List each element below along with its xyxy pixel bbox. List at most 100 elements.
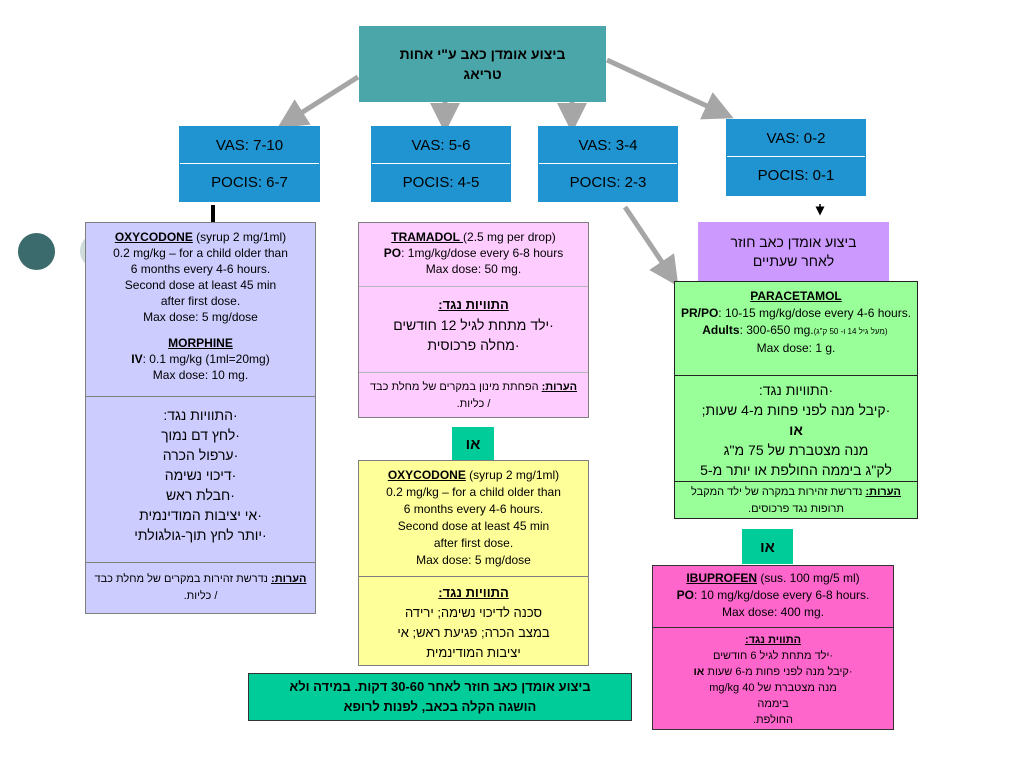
oxycodone-dosage: OXYCODONE (syrup 2 mg/1ml) 0.2 mg/kg – f… bbox=[359, 461, 588, 577]
contra-item: ·מחלה פרכוסית bbox=[427, 337, 520, 353]
moderate-oxycodone-box: OXYCODONE (syrup 2 mg/1ml) 0.2 mg/kg – f… bbox=[358, 460, 589, 666]
vas-box-moderate: VAS: 5-6 POCIS: 4-5 bbox=[371, 126, 511, 202]
oxycodone-line: after first dose. bbox=[433, 536, 514, 550]
contra-item: ·קיבל מנה לפני פחות מ-4 שעות; bbox=[701, 402, 891, 418]
notes-label: הערות: bbox=[865, 486, 901, 498]
tramadol-route: PO bbox=[383, 246, 402, 260]
tramadol-dose: : 1mg/kg/dose every 6-8 hours bbox=[401, 246, 564, 260]
vas-score: VAS: 7-10 bbox=[180, 127, 319, 164]
oxycodone-title: OXYCODONE bbox=[387, 468, 466, 482]
pocis-score: POCIS: 6-7 bbox=[211, 174, 288, 191]
oxycodone-contraindications: התוויות נגד: סכנה לדיכוי נשימה; ירידה במ… bbox=[359, 577, 588, 663]
ibuprofen-title: IBUPROFEN bbox=[686, 571, 757, 585]
bottom-line1: ביצוע אומדן כאב חוזר לאחר 30-60 דקות. במ… bbox=[289, 679, 591, 694]
pocis-score: POCIS: 2-3 bbox=[569, 174, 647, 191]
vas-score: VAS: 3-4 bbox=[539, 127, 677, 164]
morphine-route: IV bbox=[131, 352, 143, 366]
tramadol-dosage: TRAMADOL (2.5 mg per drop) PO: 1mg/kg/do… bbox=[359, 223, 588, 287]
contra-item: ·ילד מתחת לגיל 6 חודשים bbox=[712, 650, 834, 662]
paracetamol-box: PARACETAMOL PR/PO: 10-15 mg/kg/dose ever… bbox=[674, 281, 918, 519]
tramadol-max: Max dose: 50 mg. bbox=[425, 262, 522, 276]
vas-box-severe: VAS: 7-10 POCIS: 6-7 bbox=[179, 126, 320, 202]
paracetamol-title: PARACETAMOL bbox=[750, 289, 842, 303]
oxycodone-line: 6 months every 4-6 hours. bbox=[403, 502, 544, 516]
paracetamol-max: Max dose: 1 g. bbox=[756, 341, 836, 355]
paracetamol-dose: : 10-15 mg/kg/dose every 4-6 hours. bbox=[718, 306, 912, 320]
contra-item: במצב הכרה; פגיעת ראש; אי bbox=[397, 625, 550, 640]
contra-item: ·לחץ דם נמוך bbox=[161, 427, 240, 443]
morphine-title: MORPHINE bbox=[168, 336, 233, 350]
oxycodone-line: Max dose: 5 mg/dose bbox=[143, 310, 258, 324]
contra-item: ·חבלת ראש bbox=[166, 487, 235, 503]
oxycodone-line: 0.2 mg/kg – for a child older than bbox=[386, 485, 561, 499]
or-badge-moderate: או bbox=[452, 427, 494, 461]
contra-title: התווית נגד: bbox=[744, 634, 802, 646]
ibuprofen-dosage: IBUPROFEN (sus. 100 mg/5 ml) PO: 10 mg/k… bbox=[653, 566, 893, 628]
vas-score: VAS: 5-6 bbox=[372, 127, 510, 164]
severe-notes: הערות: נדרשת זהירות במקרים של מחלת כבד /… bbox=[86, 563, 315, 605]
oxycodone-morphine-section: OXYCODONE (syrup 2 mg/1ml) 0.2 mg/kg – f… bbox=[86, 223, 315, 397]
adults-age-note: (מעל גיל 14 ו- 50 ק"ג) bbox=[813, 327, 890, 336]
contra-item: החולפת. bbox=[752, 714, 794, 726]
triage-title-line1: ביצוע אומדן כאב ע"י אחות bbox=[399, 46, 566, 62]
contra-item: מנה מצטברת של 75 מ"ג bbox=[723, 442, 869, 458]
pocis-score: POCIS: 4-5 bbox=[402, 174, 480, 191]
contra-item: ·קיבל מנה לפני פחות מ-6 שעות bbox=[704, 666, 853, 678]
oxycodone-line: Max dose: 5 mg/dose bbox=[416, 553, 531, 567]
decorative-circle bbox=[18, 233, 55, 270]
tramadol-title: TRAMADOL bbox=[391, 230, 464, 244]
ibuprofen-route: PO bbox=[676, 588, 694, 602]
oxycodone-line: Second dose at least 45 min bbox=[124, 278, 277, 292]
contra-item: סכנה לדיכוי נשימה; ירידה bbox=[404, 605, 543, 620]
tramadol-notes: הערות: הפחתת מינון במקרים של מחלת כבד / … bbox=[359, 373, 588, 413]
tramadol-note: (2.5 mg per drop) bbox=[463, 230, 556, 244]
contra-item: לק"ג ביממה החולפת או יותר מ-5 bbox=[700, 462, 892, 478]
triage-title-line2: טריאג bbox=[463, 66, 502, 82]
contra-item: ·אי יציבות המודינמית bbox=[139, 507, 262, 523]
contra-or: או bbox=[789, 422, 803, 438]
oxycodone-title: OXYCODONE bbox=[114, 230, 193, 244]
reassess-line2: לאחר שעתיים bbox=[752, 253, 835, 269]
contra-item: ·יותר לחץ תוך-גולגולתי bbox=[134, 527, 267, 543]
notes-text: נדרשת זהירות במקרה של ילד המקבל תרופות נ… bbox=[691, 486, 866, 515]
contra-item: ·ילד מתחת לגיל 12 חודשים bbox=[393, 317, 554, 333]
contra-or: או bbox=[693, 666, 705, 678]
tramadol-box: TRAMADOL (2.5 mg per drop) PO: 1mg/kg/do… bbox=[358, 222, 589, 418]
triage-assessment-box: ביצוע אומדן כאב ע"י אחות טריאג bbox=[359, 26, 606, 102]
bottom-line2: הושגה הקלה בכאב, לפנות לרופא bbox=[343, 699, 537, 714]
oxycodone-note: (syrup 2 mg/1ml) bbox=[465, 468, 560, 482]
notes-label: הערות: bbox=[541, 381, 578, 393]
oxycodone-line: 0.2 mg/kg – for a child older than bbox=[113, 246, 288, 260]
severe-pain-box: OXYCODONE (syrup 2 mg/1ml) 0.2 mg/kg – f… bbox=[85, 222, 316, 614]
notes-text: נדרשת זהירות במקרים של מחלת כבד / כליות. bbox=[94, 573, 272, 602]
notes-text: הפחתת מינון במקרים של מחלת כבד / כליות. bbox=[369, 381, 542, 410]
vas-box-minimal: VAS: 0-2 POCIS: 0-1 bbox=[726, 119, 866, 196]
pocis-score: POCIS: 0-1 bbox=[757, 167, 835, 184]
ibuprofen-note: (sus. 100 mg/5 ml) bbox=[756, 571, 860, 585]
contra-title: התוויות נגד: bbox=[438, 585, 509, 600]
oxycodone-line: after first dose. bbox=[160, 294, 241, 308]
vas-score: VAS: 0-2 bbox=[727, 120, 865, 157]
adults-label: Adults bbox=[702, 323, 740, 337]
contra-item: יציבות המודינמית bbox=[426, 645, 521, 660]
paracetamol-dosage: PARACETAMOL PR/PO: 10-15 mg/kg/dose ever… bbox=[675, 282, 917, 376]
ibuprofen-contraindications: התווית נגד: ·ילד מתחת לגיל 6 חודשים ·קיב… bbox=[653, 628, 893, 728]
contra-item: ביממה bbox=[757, 698, 789, 710]
ibuprofen-dose: : 10 mg/kg/dose every 6-8 hours. bbox=[693, 588, 870, 602]
contra-item: ·ערפול הכרה bbox=[162, 447, 239, 463]
paracetamol-notes: הערות: נדרשת זהירות במקרה של ילד המקבל ת… bbox=[675, 482, 917, 518]
reassess-30-60-box: ביצוע אומדן כאב חוזר לאחר 30-60 דקות. במ… bbox=[248, 673, 632, 721]
oxycodone-line: Second dose at least 45 min bbox=[397, 519, 550, 533]
paracetamol-route: PR/PO bbox=[680, 306, 719, 320]
arrow-mild-to-paracetamol bbox=[622, 205, 679, 287]
arrow-to-severe bbox=[277, 74, 360, 129]
notes-label: הערות: bbox=[271, 573, 307, 585]
or-badge-right: או bbox=[742, 529, 793, 564]
oxycodone-line: 6 months every 4-6 hours. bbox=[130, 262, 271, 276]
adults-dose: : 300-650 mg. bbox=[739, 323, 814, 337]
arrow-to-minimal bbox=[605, 57, 734, 120]
reassess-line1: ביצוע אומדן כאב חוזר bbox=[730, 234, 857, 250]
contra-item: ·דיכוי נשימה bbox=[164, 467, 237, 483]
paracetamol-contraindications: ·התוויות נגד: ·קיבל מנה לפני פחות מ-4 שע… bbox=[675, 376, 917, 482]
